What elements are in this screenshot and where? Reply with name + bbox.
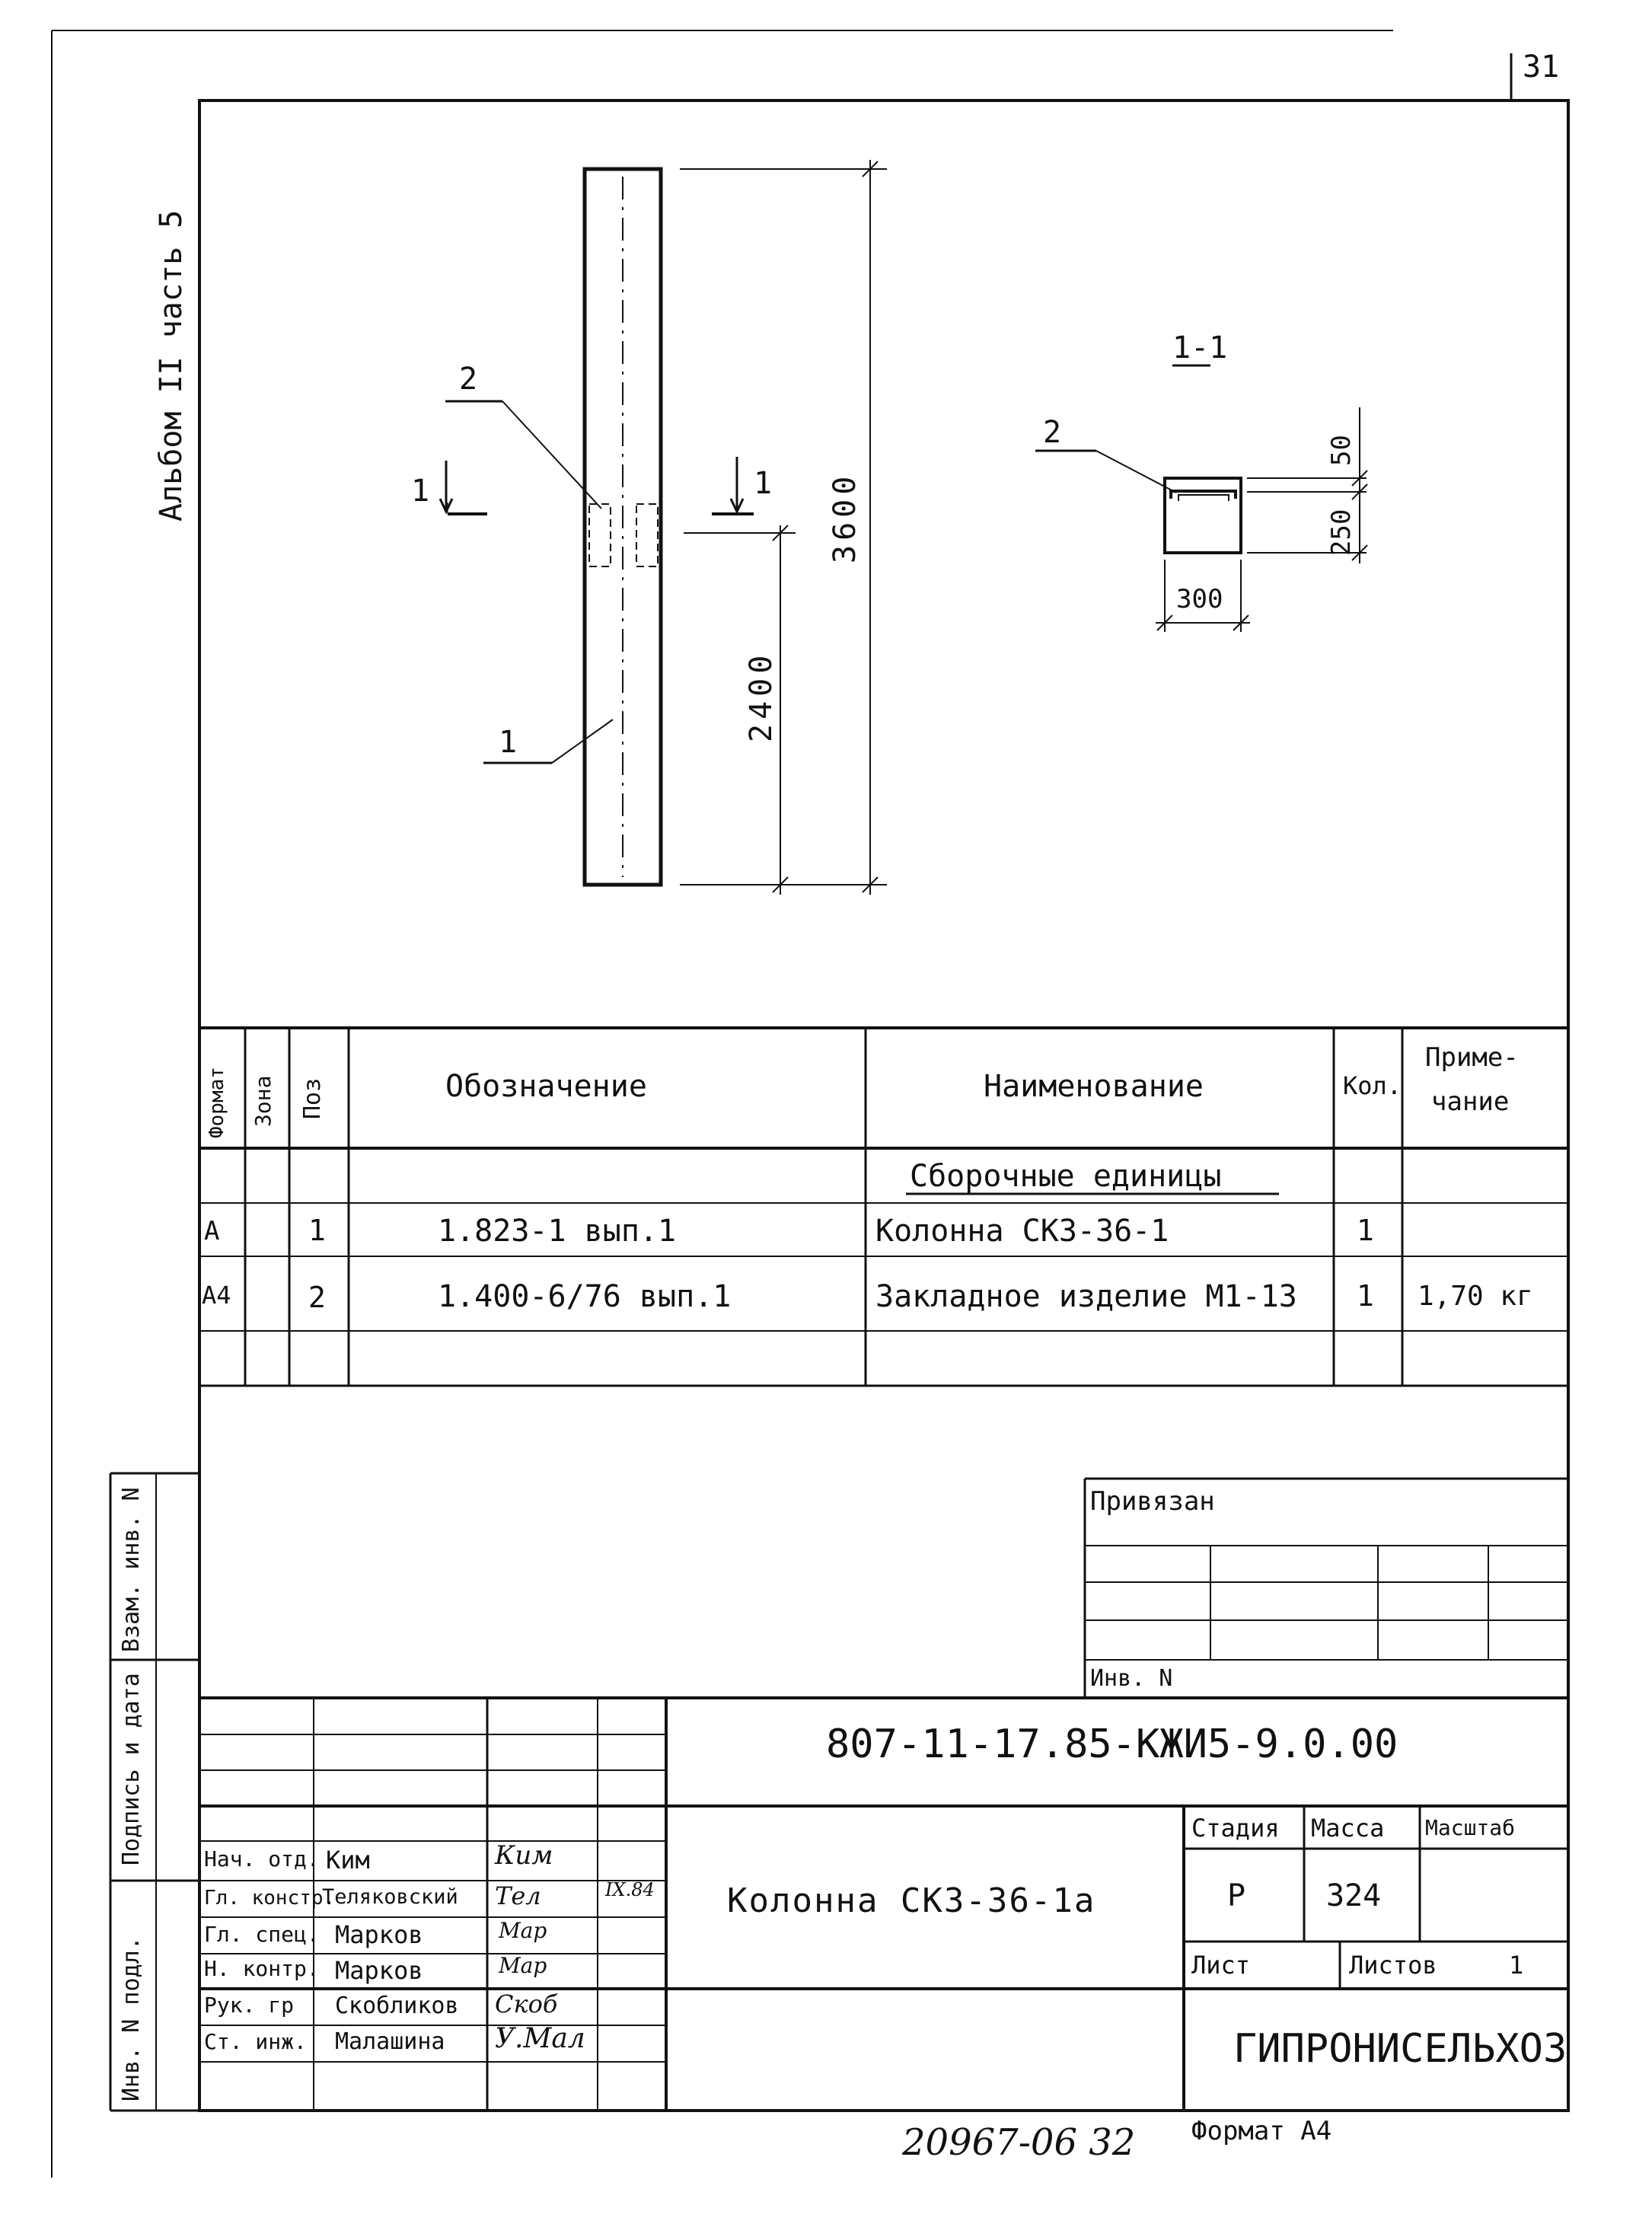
spec-row-2-designation: 1.400-6/76 вып.1 (438, 1279, 732, 1314)
section-dim-height: 250 (1326, 509, 1357, 556)
section-mark-left: 1 (411, 474, 430, 509)
spec-row-2-format: А4 (202, 1281, 231, 1310)
callout-pos2: 2 (459, 362, 478, 397)
role-5: Рук. гр (204, 1993, 295, 2018)
role-4: Н. контр. (204, 1956, 320, 1981)
spec-header-note-l1: Приме- (1425, 1042, 1519, 1073)
spec-group-title: Сборочные единицы (910, 1159, 1222, 1194)
section-dim-top: 50 (1326, 435, 1357, 466)
name-1: Ким (326, 1846, 370, 1875)
sign-5: Скоб (495, 1990, 558, 2018)
section-mark-right: 1 (754, 466, 773, 501)
doc-code: 807-11-17.85-КЖИ5-9.0.00 (826, 1721, 1398, 1767)
name-5: Скобликов (335, 1993, 459, 2019)
sheets-value: 1 (1509, 1951, 1524, 1980)
stamp-vzam: Взам. инв. N (118, 1487, 145, 1652)
scale-label: Масштаб (1425, 1815, 1516, 1840)
spec-row-2-note: 1,70 кг (1418, 1281, 1533, 1312)
page-number: 31 (1523, 49, 1560, 85)
mass-label: Масса (1311, 1814, 1385, 1843)
sheets-label: Листов (1349, 1951, 1437, 1980)
name-6: Малашина (335, 2028, 445, 2055)
mass-value: 324 (1326, 1878, 1382, 1913)
format-label: Формат А4 (1191, 2116, 1332, 2146)
spec-header-qty: Кол. (1343, 1071, 1402, 1100)
stamp-inv-podl: Инв. N подл. (118, 1936, 145, 2101)
spec-row-1-pos: 1 (308, 1214, 326, 1247)
name-4: Марков (335, 1956, 423, 1985)
role-3: Гл. спец. (204, 1922, 320, 1947)
spec-row-2-name: Закладное изделие М1-13 (875, 1279, 1297, 1314)
stage-value: Р (1227, 1878, 1246, 1913)
spec-header-zone: Зона (250, 1075, 276, 1127)
sign-2: Тел (495, 1881, 541, 1910)
sign-1: Ким (495, 1840, 553, 1871)
privyazan-inv-label: Инв. N (1090, 1665, 1173, 1692)
stage-label: Стадия (1191, 1814, 1280, 1843)
section-dim-width: 300 (1176, 584, 1223, 614)
org-name: ГИПРОНИСЕЛЬХОЗ (1233, 2026, 1567, 2072)
spec-header-name: Наименование (984, 1069, 1204, 1104)
role-2: Гл. констр. (204, 1887, 336, 1910)
dim-lower-height: 2400 (744, 650, 779, 742)
stamp-podpis: Подпись и дата (118, 1673, 145, 1865)
archive-number: 20967-06 32 (902, 2121, 1136, 2164)
name-3: Марков (335, 1920, 423, 1949)
sign-3: Мар (499, 1918, 547, 1943)
section-callout: 2 (1043, 415, 1062, 450)
spec-row-1-format: А (204, 1216, 220, 1246)
role-6: Ст. инж. (204, 2029, 307, 2054)
doc-title: Колонна СК3-36-1а (727, 1881, 1096, 1920)
spec-header-format: Формат (206, 1067, 228, 1138)
section-title: 1-1 (1172, 330, 1228, 365)
name-2: Теляковский (322, 1885, 458, 1909)
album-note: Альбом II часть 5 (154, 209, 189, 522)
sign-4: Мар (499, 1953, 547, 1978)
sign-6: У.Мал (495, 2023, 585, 2054)
spec-header-designation: Обозначение (445, 1069, 647, 1104)
privyazan-label: Привязан (1090, 1486, 1215, 1517)
spec-header-note-l2: чание (1431, 1086, 1510, 1117)
spec-header-pos: Поз (299, 1077, 326, 1119)
spec-row-1-name: Колонна СК3-36-1 (875, 1214, 1169, 1249)
role-1: Нач. отд. (204, 1846, 320, 1871)
spec-row-2-pos: 2 (308, 1281, 326, 1314)
callout-pos1: 1 (499, 725, 518, 760)
sheet-label: Лист (1191, 1951, 1251, 1980)
date-2: IX.84 (605, 1879, 655, 1900)
spec-row-1-qty: 1 (1357, 1214, 1374, 1247)
spec-row-2-qty: 1 (1357, 1279, 1374, 1313)
spec-row-1-designation: 1.823-1 вып.1 (438, 1214, 677, 1249)
dim-total-height: 3600 (828, 471, 863, 563)
